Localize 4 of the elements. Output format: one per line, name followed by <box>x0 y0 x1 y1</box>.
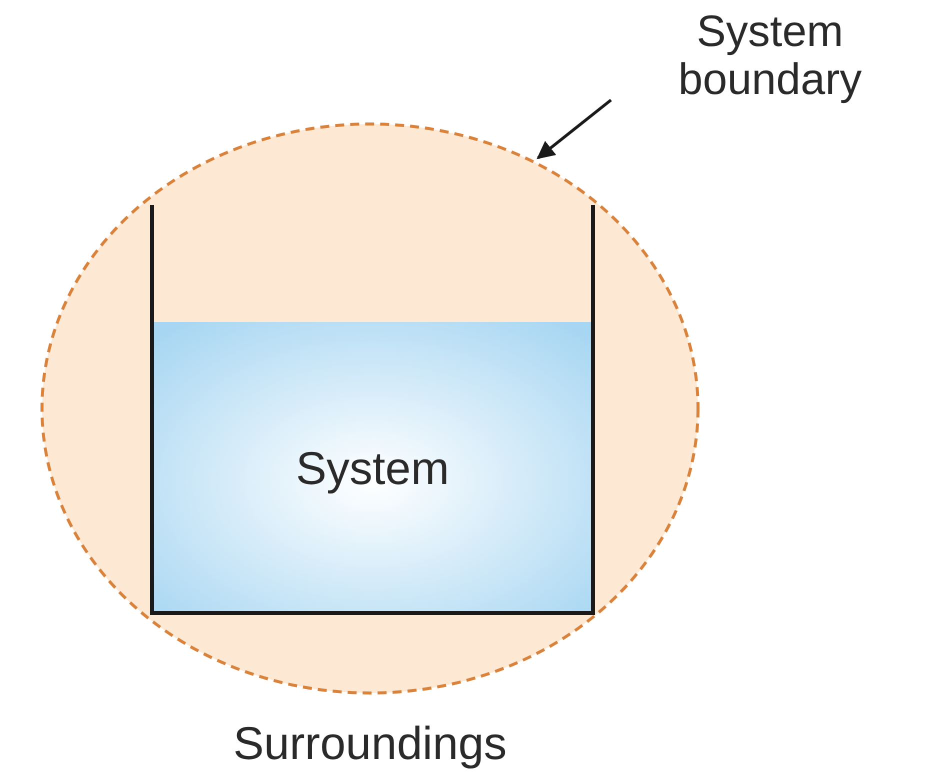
surroundings-label: Surroundings <box>232 720 508 766</box>
arrow <box>536 98 612 160</box>
system-label: System <box>296 445 450 491</box>
boundary-label: System boundary <box>677 8 863 106</box>
